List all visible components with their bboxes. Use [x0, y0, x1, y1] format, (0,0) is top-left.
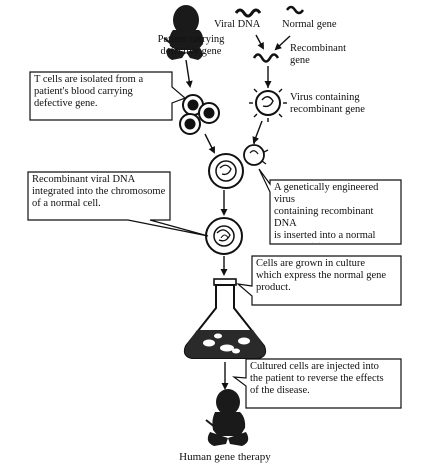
callout-border-engineered-virus	[258, 168, 402, 245]
t-cells-icon	[179, 94, 220, 135]
callout-injected: Cultured cells are injected into the pat…	[247, 360, 400, 407]
integrated-cell-icon	[205, 217, 243, 255]
figure-caption: Human gene therapy	[179, 451, 271, 463]
virus-icon	[249, 84, 287, 122]
recombinant-gene-strand	[252, 53, 280, 63]
arrow-viral-to-recombinant	[255, 34, 264, 50]
infected-cell-icon	[208, 139, 269, 189]
callout-grown-culture: Cells are grown in culture which express…	[253, 257, 400, 304]
callout-recombinant-dna: Recombinant viral DNA integrated into th…	[29, 173, 169, 219]
arrow-virus-to-cell	[252, 120, 263, 144]
patient-label: Patient carrying defective gene	[157, 34, 225, 57]
virus-containing-label: Virus containing recombinant gene	[290, 92, 365, 115]
callout-border-recombinant-dna	[27, 171, 209, 237]
arrow-tcells-to-cell	[204, 133, 215, 154]
arrow-patient-to-tcells	[185, 59, 193, 88]
normal-gene-strand	[285, 5, 305, 15]
normal-gene-label: Normal gene	[282, 19, 337, 30]
callout-border-injected	[231, 358, 402, 409]
callout-border-grown-culture	[236, 255, 402, 306]
culture-flask-icon	[183, 278, 267, 359]
patient-figure-top	[163, 5, 204, 60]
callout-border-t-cells	[29, 71, 187, 121]
viral-dna-strand	[234, 8, 262, 18]
patient-figure-bottom	[205, 389, 249, 446]
viral-dna-label: Viral DNA	[214, 19, 261, 30]
arrow-normal-to-recombinant	[274, 35, 291, 51]
callout-t-cells: T cells are isolated from a patient's bl…	[31, 73, 171, 119]
callout-engineered-virus: A genetically engineered virus containin…	[271, 181, 400, 243]
recombinant-gene-label: Recombinant gene	[290, 43, 346, 66]
